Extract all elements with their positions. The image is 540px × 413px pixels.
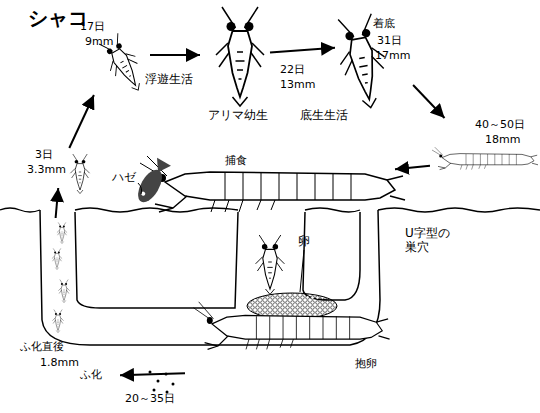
dot bbox=[157, 380, 160, 383]
diagram-title: シャコ bbox=[28, 6, 88, 30]
hatchling bbox=[58, 280, 69, 303]
stage-label: 31日 bbox=[377, 34, 402, 47]
annotation-label: 浮遊生活 bbox=[145, 72, 193, 86]
hatchling bbox=[57, 222, 67, 243]
stage-label: 1.8mm bbox=[40, 356, 79, 369]
stage-label: 捕食 bbox=[225, 154, 247, 167]
fish-tail bbox=[151, 158, 171, 176]
burrow-outline bbox=[75, 212, 238, 308]
stage-node: ふ化直後 1.8mm bbox=[18, 218, 80, 368]
stage-node: 捕食 bbox=[120, 150, 395, 215]
dot bbox=[165, 373, 168, 376]
stage-label: 17mm bbox=[375, 49, 410, 62]
hatchling bbox=[52, 310, 63, 333]
annotation-label: アリマ幼生 bbox=[208, 108, 268, 122]
stage-arrow bbox=[270, 48, 335, 53]
stage-arrow bbox=[56, 188, 59, 218]
stage-arrow bbox=[150, 54, 200, 56]
brooding-female bbox=[194, 302, 390, 350]
annotation-label: 底生生活 bbox=[300, 108, 348, 122]
annotation-label: 卵 bbox=[298, 234, 310, 248]
stage-node: 抱卵 bbox=[185, 355, 385, 385]
stage-label: ふ化直後 bbox=[20, 340, 64, 353]
stage-label: 9mm bbox=[85, 35, 113, 48]
stage-arrow bbox=[395, 166, 430, 169]
stage-label: 22日 bbox=[280, 63, 305, 76]
stage-label: 13mm bbox=[280, 78, 315, 91]
ground-line bbox=[0, 208, 540, 212]
stage-arrow bbox=[413, 85, 444, 118]
hatchling bbox=[52, 248, 62, 269]
stage-node: 着底 31日 17mm bbox=[335, 5, 415, 85]
stage-label: ふ化 bbox=[80, 368, 102, 381]
stage-label: 3.3mm bbox=[27, 163, 66, 176]
edge-group bbox=[56, 48, 445, 375]
stage-node: 22日13mm bbox=[200, 5, 270, 105]
adult-shrimp bbox=[140, 156, 405, 212]
stage-label: 抱卵 bbox=[355, 357, 377, 370]
goby-fish bbox=[133, 157, 172, 206]
shrimp-in-shaft bbox=[256, 235, 285, 294]
juvenile-shrimp bbox=[432, 147, 538, 169]
dot bbox=[153, 389, 156, 392]
stage-arrow bbox=[69, 95, 94, 148]
stage-node: 40～50日 18mm bbox=[430, 118, 540, 203]
stage-arrow bbox=[120, 373, 185, 375]
stage-node: 3日 3.3mm bbox=[25, 148, 95, 188]
stage-node: 17日9mm bbox=[75, 15, 150, 95]
stage-label: 着底 bbox=[373, 17, 395, 30]
annotation-label: U字型の 巣穴 bbox=[405, 226, 463, 254]
hatch-dots bbox=[149, 371, 175, 394]
stage-node: ふ化20～35日 bbox=[80, 366, 120, 386]
dot bbox=[172, 383, 175, 386]
burrow-outline bbox=[303, 212, 360, 300]
leader-line bbox=[300, 250, 304, 292]
fish-body bbox=[133, 166, 167, 206]
dot bbox=[149, 371, 152, 374]
larva-3d bbox=[70, 154, 89, 194]
annotation-label: ハゼ bbox=[112, 170, 136, 184]
stage-label: 18mm bbox=[485, 133, 520, 146]
leader-line bbox=[138, 183, 142, 194]
stage-label: 40～50日 bbox=[475, 118, 525, 131]
stage-label: 3日 bbox=[35, 148, 53, 161]
larva-22d bbox=[216, 7, 264, 106]
stage-label: 20～35日 bbox=[125, 392, 175, 405]
stage-label: 17日 bbox=[80, 20, 105, 33]
